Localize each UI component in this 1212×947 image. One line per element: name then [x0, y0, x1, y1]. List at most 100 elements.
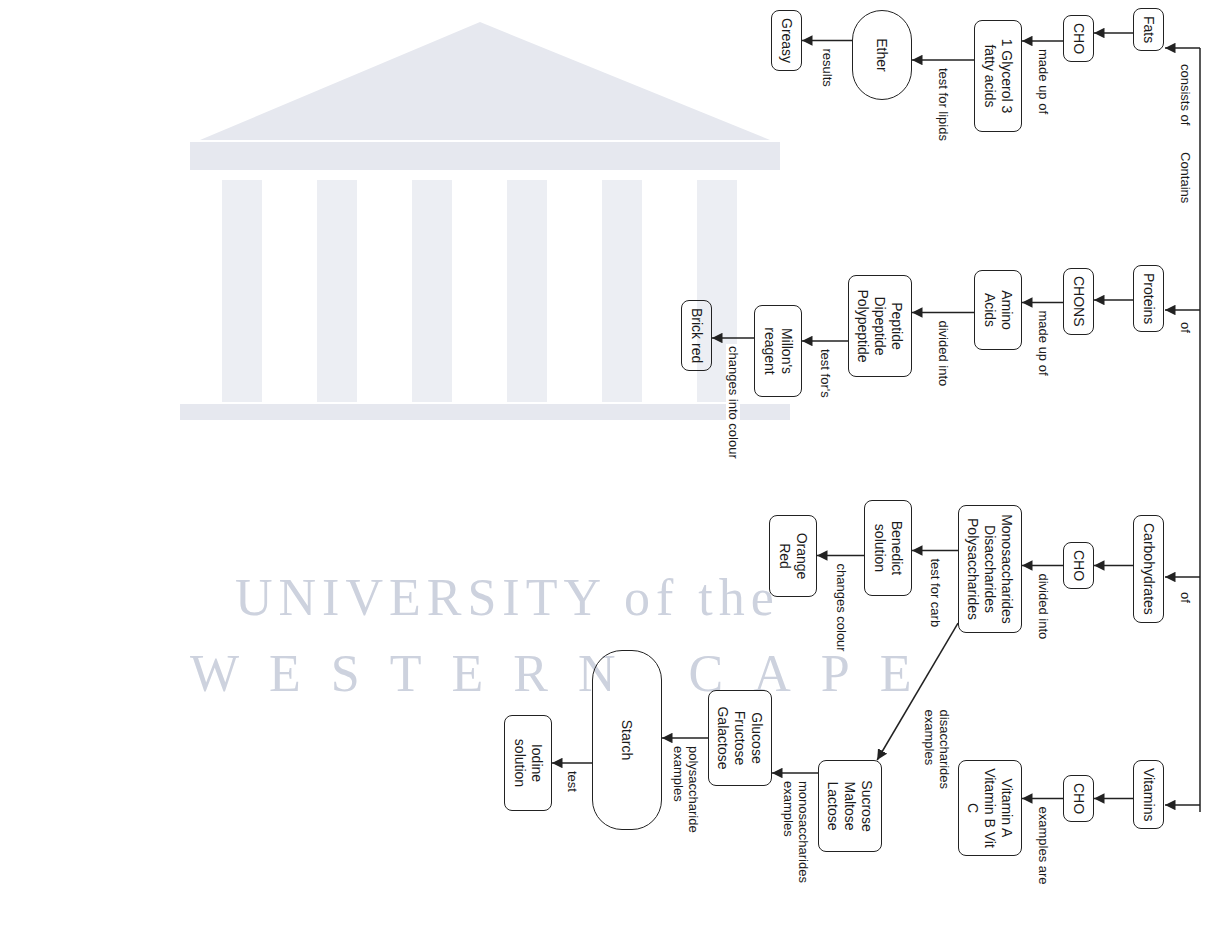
node-text: Starch	[619, 720, 636, 760]
node-text: Benedict solution	[871, 508, 905, 588]
connector-arrow	[1022, 565, 1063, 567]
concept-box: Iodine solution	[504, 715, 552, 811]
link-label: divided into	[936, 319, 951, 389]
link-label: changes colour	[833, 562, 848, 654]
concept-box: CHO	[1063, 775, 1094, 822]
node-text: Vitamin A Vitamin B Vit C	[965, 768, 1015, 848]
concept-box: CHO	[1063, 15, 1094, 62]
link-label: changes into colour	[726, 344, 741, 461]
node-text: CHONS	[1070, 276, 1087, 327]
link-label: made up of	[1035, 309, 1050, 378]
concept-box: Monosaccharides Disaccharides Polysaccha…	[958, 505, 1022, 633]
watermark-text: UNIVERSITY of the	[235, 572, 780, 624]
node-text: Sucrose Maltose Lactose	[825, 768, 875, 844]
root-branch	[1165, 804, 1200, 806]
concept-box: CHO	[1063, 542, 1094, 589]
link-word: of	[1177, 320, 1192, 335]
root-branch	[1165, 309, 1200, 311]
node-text: Ether	[874, 38, 891, 71]
connector-arrow	[1022, 302, 1063, 304]
concept-box: Fats	[1133, 8, 1164, 51]
node-text: CHO	[1070, 783, 1087, 814]
connector-arrow	[1094, 565, 1133, 567]
node-text: CHO	[1070, 23, 1087, 54]
connector-arrow	[817, 555, 864, 557]
node-text: Iodine solution	[511, 723, 545, 803]
logo-column	[602, 180, 642, 402]
link-label: examples are	[1035, 805, 1050, 887]
concept-box: Vitamins	[1133, 760, 1164, 829]
link-word: consists of	[1177, 62, 1192, 127]
connector-arrow	[1022, 798, 1063, 800]
connector-arrow	[552, 762, 592, 764]
concept-box: Proteins	[1133, 265, 1164, 332]
logo-entablature	[190, 142, 780, 170]
connector-arrow	[802, 340, 848, 342]
link-label: polysaccharide examples	[670, 744, 700, 868]
root-branch	[1165, 47, 1200, 49]
connector-arrow	[712, 337, 754, 339]
concept-box: Greasy	[771, 10, 802, 71]
connector-arrow	[1094, 299, 1133, 301]
link-label: monosaccharides examples	[780, 779, 810, 903]
root-bracket	[1165, 48, 1200, 812]
concept-box: Orange Red	[769, 515, 817, 597]
connector-arrow	[1022, 40, 1063, 42]
concept-box: Carbohydrates	[1133, 515, 1164, 623]
link-label: test for carb	[928, 557, 943, 630]
concept-box: Glucose Fructose Galactose	[708, 690, 772, 786]
concept-box: Benedict solution	[864, 500, 912, 596]
node-text: Orange Red	[776, 523, 810, 589]
connector-arrow	[772, 772, 818, 774]
logo-column	[222, 180, 262, 402]
logo-column	[412, 180, 452, 402]
link-label: test for lipids	[936, 66, 951, 143]
node-text: CHO	[1070, 550, 1087, 581]
watermark-text: WESTERN CAPE	[190, 648, 941, 700]
logo-column	[317, 180, 357, 402]
connector-arrow	[802, 40, 852, 42]
link-label: test	[565, 769, 580, 794]
node-text: Peptide Dipeptide Polypeptide	[855, 283, 905, 369]
concept-box: Millon's reagent	[754, 305, 802, 397]
concept-box: Brick red	[681, 300, 712, 371]
concept-box: Sucrose Maltose Lactose	[818, 760, 882, 852]
connector-arrow	[1094, 798, 1133, 800]
node-text: Carbohydrates	[1140, 523, 1157, 615]
concept-oval: Ether	[852, 10, 912, 100]
node-text: Vitamins	[1140, 768, 1157, 821]
link-label: divided into	[1035, 572, 1050, 642]
node-text: Monosaccharides Disaccharides Polysaccha…	[965, 513, 1015, 625]
node-text: 1 Glycerol 3 fatty acids	[981, 28, 1015, 124]
node-text: Millon's reagent	[761, 313, 795, 389]
link-word: Contains	[1177, 150, 1192, 205]
concept-box: Vitamin A Vitamin B Vit C	[958, 760, 1022, 856]
node-text: Glucose Fructose Galactose	[715, 698, 765, 778]
concept-box: Peptide Dipeptide Polypeptide	[848, 275, 912, 377]
node-text: Greasy	[778, 18, 795, 63]
connector-arrow	[912, 550, 958, 552]
logo-column	[507, 180, 547, 402]
connector-arrow	[662, 737, 708, 739]
link-label: results	[820, 47, 835, 89]
node-text: Fats	[1140, 16, 1157, 43]
node-text: Amino Acids	[981, 278, 1015, 342]
logo-pediment	[200, 22, 770, 140]
link-label: disaccharides examples	[921, 708, 951, 832]
node-text: Brick red	[688, 308, 705, 363]
node-text: Proteins	[1140, 273, 1157, 324]
concept-box: CHONS	[1063, 268, 1094, 335]
connector-arrow	[1094, 32, 1133, 34]
concept-oval: Starch	[592, 650, 662, 830]
link-word: of	[1177, 590, 1192, 605]
root-branch	[1165, 576, 1200, 578]
connector-arrow	[912, 59, 974, 61]
link-label: test for's	[818, 347, 833, 400]
root-line	[1199, 48, 1201, 812]
logo-base	[180, 404, 790, 420]
connector-arrow	[912, 312, 974, 314]
concept-box: 1 Glycerol 3 fatty acids	[974, 20, 1022, 132]
